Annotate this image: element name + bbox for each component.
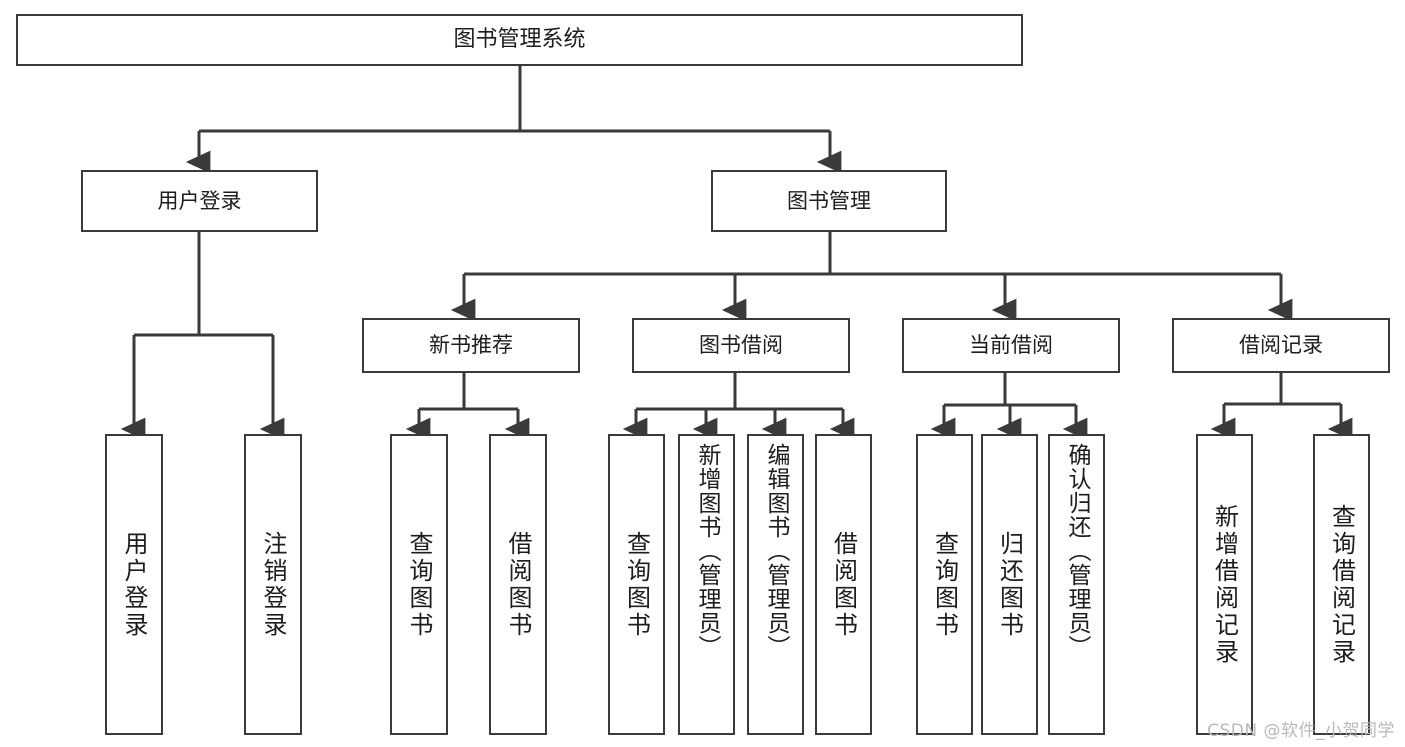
node-leaf-borrow-book-2-label: 借阅图书 <box>829 530 858 639</box>
node-borrow-record[interactable]: 借阅记录 <box>1172 318 1390 373</box>
csdn-watermark: CSDN @软件_小贺同学 <box>1207 721 1395 741</box>
node-new-book-recommend[interactable]: 新书推荐 <box>362 318 580 373</box>
node-borrow-record-label: 借阅记录 <box>1239 333 1323 358</box>
node-user-login[interactable]: 用户登录 <box>81 170 318 232</box>
node-leaf-query-record-label: 查询借阅记录 <box>1327 503 1356 666</box>
node-leaf-query-book-3[interactable]: 查询图书 <box>916 434 973 735</box>
node-user-login-label: 用户登录 <box>157 188 242 213</box>
node-leaf-user-login[interactable]: 用户登录 <box>105 434 163 735</box>
node-leaf-confirm-return-label: 确认归还（管理员） <box>1064 443 1090 659</box>
node-leaf-query-book-3-label: 查询图书 <box>930 530 959 639</box>
node-leaf-query-record[interactable]: 查询借阅记录 <box>1313 434 1370 735</box>
node-book-manage[interactable]: 图书管理 <box>711 170 947 232</box>
node-leaf-user-login-label: 用户登录 <box>120 530 148 639</box>
node-leaf-edit-book[interactable]: 编辑图书（管理员） <box>747 434 804 735</box>
node-leaf-query-book-2[interactable]: 查询图书 <box>608 434 665 735</box>
node-leaf-return-book-label: 归还图书 <box>995 530 1024 639</box>
node-current-borrow[interactable]: 当前借阅 <box>902 318 1120 373</box>
node-new-book-recommend-label: 新书推荐 <box>429 333 513 358</box>
node-leaf-add-book-label: 新增图书（管理员） <box>694 443 720 659</box>
node-leaf-query-book-1-label: 查询图书 <box>405 530 433 639</box>
node-leaf-query-book-2-label: 查询图书 <box>622 530 651 639</box>
node-leaf-add-book[interactable]: 新增图书（管理员） <box>678 434 735 735</box>
node-leaf-edit-book-label: 编辑图书（管理员） <box>763 443 789 659</box>
node-book-borrow[interactable]: 图书借阅 <box>632 318 850 373</box>
node-leaf-logout-login[interactable]: 注销登录 <box>244 434 302 735</box>
node-book-manage-label: 图书管理 <box>787 188 871 213</box>
node-leaf-return-book[interactable]: 归还图书 <box>981 434 1038 735</box>
node-leaf-borrow-book-1[interactable]: 借阅图书 <box>489 434 547 735</box>
node-leaf-query-book-1[interactable]: 查询图书 <box>390 434 448 735</box>
node-leaf-borrow-book-2[interactable]: 借阅图书 <box>815 434 872 735</box>
node-leaf-add-record-label: 新增借阅记录 <box>1210 503 1239 666</box>
node-leaf-logout-login-label: 注销登录 <box>259 530 287 639</box>
node-leaf-add-record[interactable]: 新增借阅记录 <box>1196 434 1253 735</box>
node-current-borrow-label: 当前借阅 <box>969 333 1053 358</box>
node-root-label: 图书管理系统 <box>453 27 586 53</box>
node-root[interactable]: 图书管理系统 <box>16 14 1023 66</box>
node-leaf-confirm-return[interactable]: 确认归还（管理员） <box>1048 434 1105 735</box>
node-book-borrow-label: 图书借阅 <box>699 333 783 358</box>
node-leaf-borrow-book-1-label: 借阅图书 <box>504 530 532 639</box>
